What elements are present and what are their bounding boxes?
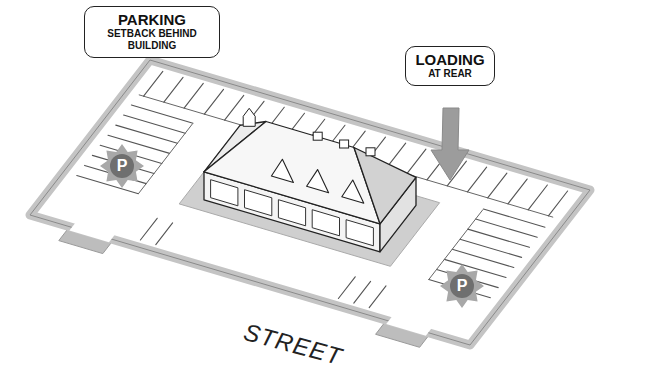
stall-line <box>225 95 244 120</box>
node-heading: P <box>457 278 468 294</box>
stall-line <box>483 209 545 227</box>
roof-vent <box>313 132 322 140</box>
dormer <box>271 159 293 182</box>
stall-line <box>429 210 483 280</box>
node-body: AT REAR <box>415 68 485 80</box>
stall-line <box>488 173 507 198</box>
stall-line <box>184 83 203 108</box>
stall-line <box>140 218 157 240</box>
stall-line <box>131 105 193 123</box>
stall-line <box>369 286 386 308</box>
stall-line <box>338 277 355 299</box>
storefront-window <box>312 210 339 236</box>
parking-lot <box>30 60 590 345</box>
loading-arrow <box>431 108 469 180</box>
roof-vent <box>366 148 375 156</box>
stall-line <box>548 191 567 216</box>
parking-marker: P <box>439 263 485 309</box>
roof-vent <box>340 140 349 148</box>
lot-outline <box>30 60 590 345</box>
callout-box: PARKINGSETBACK BEHIND BUILDING <box>84 6 220 58</box>
stall-line <box>138 124 192 194</box>
node-heading: LOADING <box>415 51 485 68</box>
storefront-window <box>278 200 305 226</box>
street-label: STREET <box>241 318 346 371</box>
node-heading: P <box>117 158 128 174</box>
cupola <box>243 108 255 126</box>
stall-line <box>528 185 547 210</box>
dormer <box>307 170 329 193</box>
callout-box: LOADINGAT REAR <box>405 46 495 86</box>
stall-line <box>407 149 426 174</box>
storefront-window <box>245 190 272 216</box>
storefront-window <box>211 180 238 206</box>
dormer <box>342 180 364 203</box>
lot-entrance <box>386 316 432 336</box>
stall-line <box>508 179 527 204</box>
stall-line <box>144 71 163 96</box>
lot-entrance <box>69 223 115 243</box>
parking-marker: P <box>99 143 145 189</box>
roof-side <box>354 148 416 224</box>
stall-line <box>204 89 223 114</box>
node-body: SETBACK BEHIND BUILDING <box>94 28 210 52</box>
roof-front <box>204 122 380 224</box>
storefront-window <box>346 220 373 246</box>
node-heading: PARKING <box>94 11 210 28</box>
stall-line <box>156 223 173 245</box>
stall-line <box>354 281 371 303</box>
stall-line <box>467 167 486 192</box>
stall-line <box>164 77 183 102</box>
